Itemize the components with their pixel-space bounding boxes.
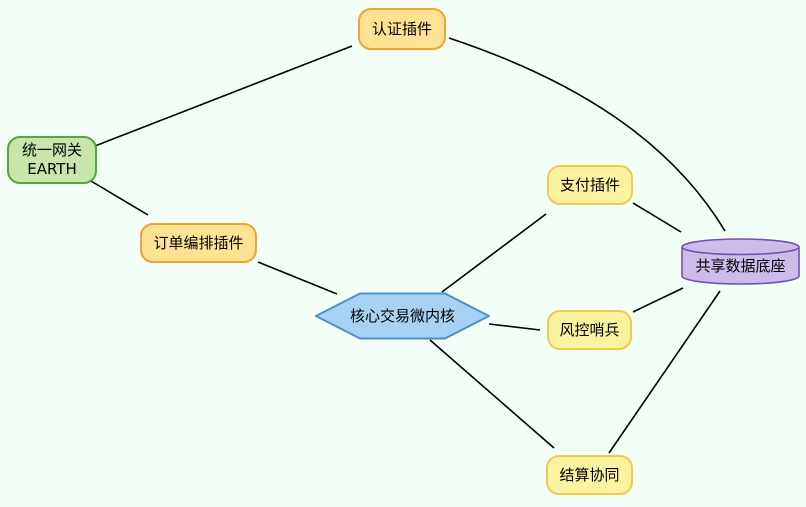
edge-kernel-settlement	[429, 339, 555, 449]
edge-kernel-risk	[488, 323, 541, 331]
node-risk-label: 风控哨兵	[559, 320, 620, 339]
node-risk: 风控哨兵	[547, 310, 632, 350]
edge-risk-datastore	[632, 287, 684, 313]
edge-settlement-datastore	[608, 290, 721, 454]
cylinder-shape	[681, 238, 800, 285]
node-datastore: 共享数据底座	[681, 238, 800, 285]
edge-gateway-auth	[94, 45, 353, 147]
hexagon-shape	[315, 292, 490, 340]
edge-gateway-orchestrator	[90, 180, 149, 216]
node-datastore-label: 共享数据底座	[695, 256, 786, 275]
node-kernel: 核心交易微内核	[315, 292, 490, 340]
node-auth-label: 认证插件	[371, 19, 432, 38]
node-orchestrator: 订单编排插件	[140, 223, 257, 263]
edge-kernel-payment	[441, 213, 547, 293]
node-settlement: 结算协同	[546, 455, 633, 495]
edge-auth-datastore	[448, 37, 726, 232]
node-payment: 支付插件	[547, 165, 633, 205]
node-gateway: 统一网关 EARTH	[7, 136, 97, 184]
node-settlement-label: 结算协同	[559, 465, 620, 484]
edge-payment-datastore	[632, 202, 682, 233]
node-payment-label: 支付插件	[559, 175, 620, 194]
edge-orchestrator-kernel	[257, 261, 338, 295]
node-kernel-label: 核心交易微内核	[349, 306, 455, 325]
node-gateway-label: 统一网关 EARTH	[21, 141, 82, 178]
node-auth: 认证插件	[358, 8, 446, 50]
node-orchestrator-label: 订单编排插件	[153, 233, 244, 252]
